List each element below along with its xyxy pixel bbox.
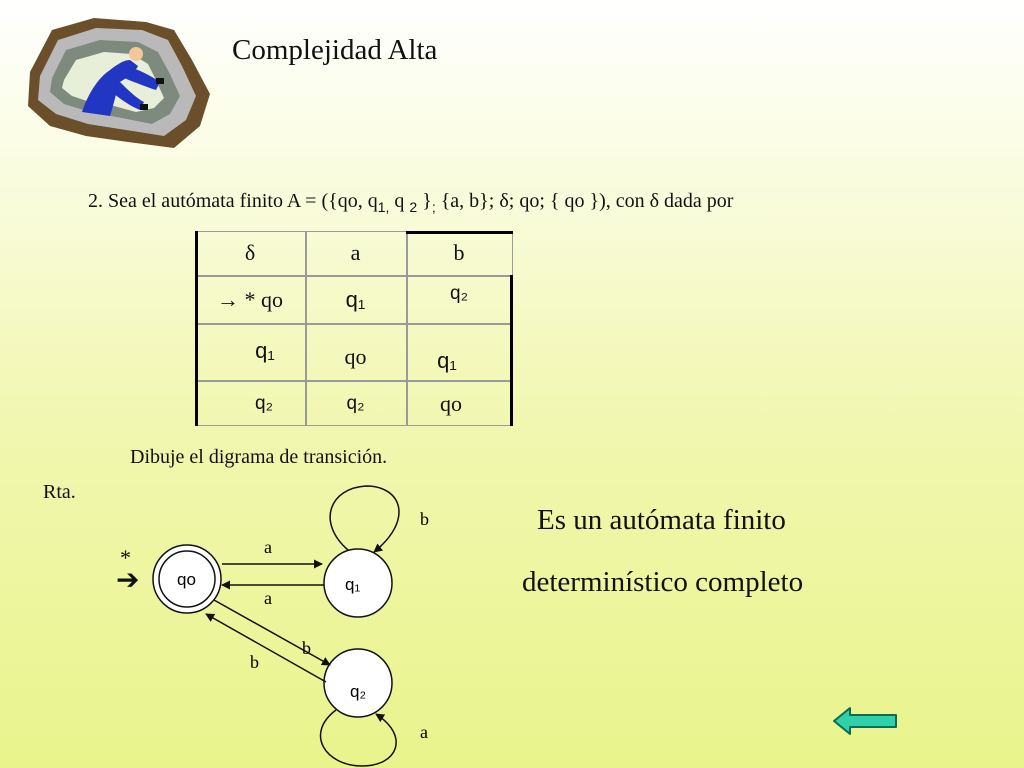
state-q1: q₁ xyxy=(323,548,393,618)
state-label: qo xyxy=(177,570,196,589)
instruction-text: Dibuje el digrama de transición. xyxy=(130,446,388,468)
table-cell: q₂ xyxy=(346,393,365,414)
accepting-marker: * xyxy=(120,545,131,570)
conclusion-line-2: determinístico completo xyxy=(522,566,804,598)
table-cell: qo xyxy=(440,391,462,416)
table-header-delta: δ xyxy=(244,240,256,265)
transition-table: δ a b → * qo q₁ q₂ q₁ qo q₁ q₂ q₂ qo xyxy=(195,231,513,426)
transition-label: a xyxy=(264,588,272,608)
back-arrow-icon xyxy=(833,707,897,735)
state-q2: q₂ xyxy=(323,648,393,718)
transition-qo-q2 xyxy=(213,599,331,666)
transition-q2-loop xyxy=(319,709,397,767)
state-label: q₁ xyxy=(345,575,360,594)
table-cell: qo xyxy=(344,344,367,369)
table-left-border xyxy=(195,231,198,426)
answer-label: Rta. xyxy=(43,481,76,503)
state-label: q₂ xyxy=(350,682,366,701)
transition-label: b xyxy=(302,638,311,658)
climber-figure xyxy=(82,47,164,116)
table-header-b: b xyxy=(453,240,465,265)
transition-label: b xyxy=(250,652,259,672)
transition-label: b xyxy=(420,509,429,529)
table-cell: q₁ xyxy=(437,348,457,373)
slide-title: Complejidad Alta xyxy=(232,34,438,66)
state-qo: qo xyxy=(152,544,222,614)
transition-label: a xyxy=(264,537,272,557)
problem-statement: 2. Sea el autómata finito A = ({qo, q1, … xyxy=(88,190,734,215)
transition-q2-qo xyxy=(205,613,327,683)
table-row-state: q₂ xyxy=(255,393,273,414)
table-header-a: a xyxy=(350,240,361,265)
start-arrow-icon: ➔ xyxy=(116,563,139,596)
conclusion-line-1: Es un autómata finito xyxy=(537,504,786,536)
transition-q1-loop xyxy=(329,485,400,553)
table-row-state: q₁ xyxy=(255,338,275,363)
table-cell: q₂ xyxy=(450,283,468,304)
table-row-state: → * qo xyxy=(217,287,283,312)
table-cell: q₁ xyxy=(345,287,366,312)
table-top-border xyxy=(406,231,513,234)
table-right-border xyxy=(510,275,513,426)
transition-label: a xyxy=(420,722,428,742)
climbing-person-icon xyxy=(28,18,210,148)
back-button[interactable] xyxy=(832,706,900,736)
